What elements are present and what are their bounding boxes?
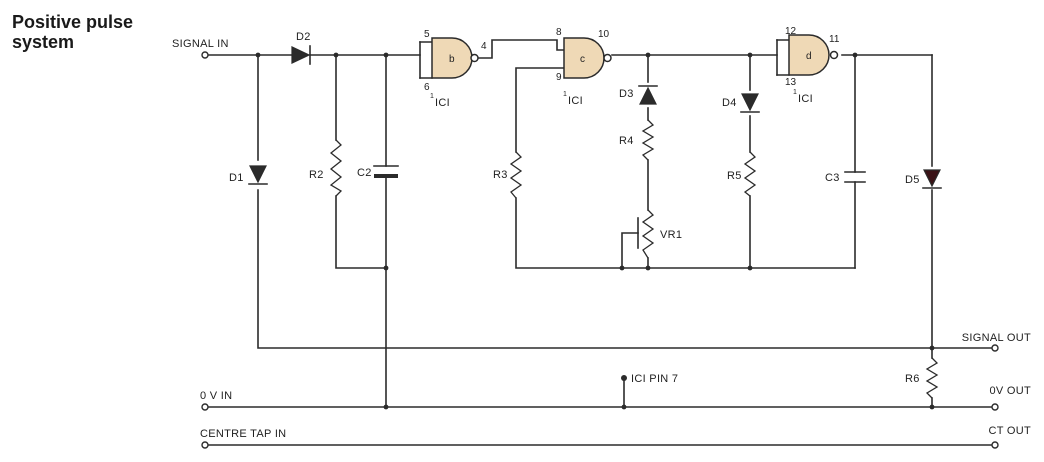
resistor-r6 (925, 357, 939, 399)
label-signal-in: SIGNAL IN (172, 38, 229, 50)
label-c2: C2 (357, 167, 372, 179)
gate-c-fraction: 1 (563, 91, 567, 98)
label-r5: R5 (727, 170, 742, 182)
diode-d1 (248, 165, 268, 185)
nand-gate-d (788, 34, 839, 76)
label-r2: R2 (309, 169, 324, 181)
gate-d-fraction: 1 (793, 89, 797, 96)
label-ic-pin7: ICI PIN 7 (631, 373, 678, 385)
diode-d2 (291, 45, 311, 65)
gate-d-letter: d (806, 51, 812, 62)
diode-d3 (638, 85, 658, 105)
label-c3: C3 (825, 172, 840, 184)
gate-b-ic: ICI (435, 97, 450, 109)
gate-c-letter: c (580, 54, 585, 65)
resistor-r5 (743, 151, 757, 197)
title-line-1: Positive pulse (12, 12, 134, 32)
gate-d-pin-out: 11 (829, 34, 840, 45)
gate-c-pin-out: 10 (598, 29, 610, 40)
label-signal-out: SIGNAL OUT (962, 332, 1031, 344)
gate-b-pin-out: 4 (481, 41, 487, 52)
diode-d4 (740, 93, 760, 113)
resistor-r3 (509, 151, 523, 199)
terminal-signal-out (991, 344, 999, 352)
title-line-2: system (12, 32, 75, 52)
wire-b-to-c (474, 39, 565, 59)
capacitor-c2 (373, 165, 399, 178)
terminal-signal-in (201, 51, 209, 59)
junction-dots (255, 52, 935, 410)
resistor-r4 (641, 119, 655, 161)
gate-d-pin-in1: 12 (785, 26, 797, 37)
label-ct-out: CT OUT (988, 425, 1031, 437)
gate-c-pin-in2: 9 (556, 72, 562, 83)
nand-gate-c (563, 37, 612, 79)
label-d5: D5 (905, 174, 920, 186)
wire-bottom-loop (515, 197, 856, 269)
label-r3: R3 (493, 169, 508, 181)
gate-c-ic: ICI (568, 95, 583, 107)
label-d2: D2 (296, 31, 311, 43)
gate-b-fraction: 1 (430, 93, 434, 100)
gate-d-pin-in2: 13 (785, 77, 797, 88)
label-0v-in: 0 V IN (200, 390, 232, 402)
capacitor-c3 (844, 171, 866, 183)
variable-resistor-vr1 (637, 209, 655, 259)
label-d4: D4 (722, 97, 737, 109)
wires (207, 39, 993, 446)
wire-d1-to-signal-out (257, 189, 933, 349)
nand-gate-b (431, 37, 479, 79)
gate-b-pin-in2: 6 (424, 82, 430, 93)
wire-c-pin9 (515, 67, 565, 153)
diode-d5 (922, 169, 942, 189)
gate-c-pin-in1: 8 (556, 27, 562, 38)
terminal-centre-tap-in (201, 441, 209, 449)
label-d1: D1 (229, 172, 244, 184)
page-title: Positive pulse system (12, 12, 133, 52)
terminal-ct-out (991, 441, 999, 449)
resistor-r2 (329, 139, 343, 197)
gate-b-pin-in1: 5 (424, 29, 430, 40)
label-vr1: VR1 (660, 229, 682, 241)
label-r4: R4 (619, 135, 634, 147)
label-r6: R6 (905, 373, 920, 385)
gate-b-letter: b (449, 54, 455, 65)
label-d3: D3 (619, 88, 634, 100)
terminal-0v-in (201, 403, 209, 411)
terminal-0v-out (991, 403, 999, 411)
label-0v-out: 0V OUT (989, 385, 1031, 397)
gate-d-ic: ICI (798, 93, 813, 105)
label-centre-tap-in: CENTRE TAP IN (200, 428, 286, 440)
